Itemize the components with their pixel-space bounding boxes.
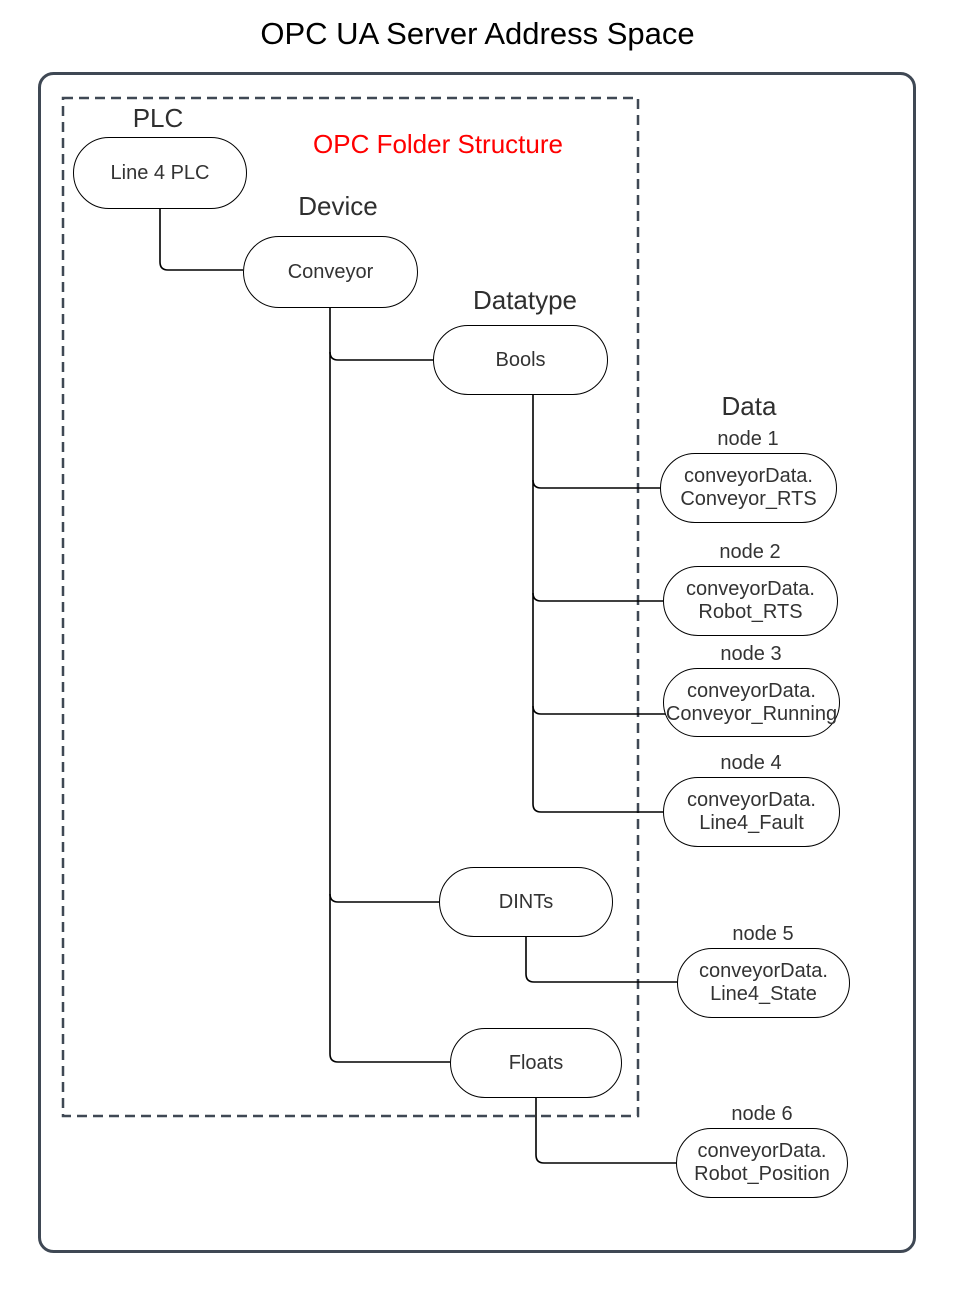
edge-plc-conveyor	[159, 209, 243, 271]
folder-node-bools: Bools	[433, 325, 608, 395]
data-node-2: conveyorData. Robot_RTS	[663, 566, 838, 636]
data-node-4-line2: Line4_Fault	[699, 812, 804, 834]
level-label-datatype: Datatype	[472, 285, 578, 315]
folder-node-bools-label: Bools	[495, 348, 546, 371]
data-node-4-line1: conveyorData.	[687, 789, 816, 811]
level-label-plc: PLC	[132, 103, 184, 133]
folder-node-floats: Floats	[450, 1028, 622, 1098]
folder-node-device: Conveyor	[243, 236, 418, 308]
data-node-1: conveyorData. Conveyor_RTS	[660, 453, 837, 523]
folder-node-device-label: Conveyor	[287, 260, 374, 283]
folder-node-dints-label: DINTs	[498, 890, 554, 913]
data-node-4: conveyorData. Line4_Fault	[663, 777, 840, 847]
folder-structure-annotation: OPC Folder Structure	[313, 129, 563, 159]
data-node-5-name: node 5	[732, 923, 794, 945]
folder-node-plc-label: Line 4 PLC	[110, 161, 210, 184]
folder-node-dints: DINTs	[439, 867, 613, 937]
edge-bools-node2	[532, 592, 663, 602]
data-node-4-name: node 4	[720, 752, 782, 774]
data-node-5: conveyorData. Line4_State	[677, 948, 850, 1018]
folder-node-floats-label: Floats	[508, 1051, 564, 1074]
level-label-data: Data	[721, 391, 777, 421]
edge-conveyor-dints	[329, 893, 439, 903]
data-node-1-line2: Conveyor_RTS	[680, 488, 817, 510]
data-node-3-line2: Conveyor_Running	[665, 702, 838, 725]
edge-floats-node6	[535, 1098, 676, 1164]
diagram-title: OPC UA Server Address Space	[260, 16, 695, 51]
data-node-6-name: node 6	[731, 1103, 793, 1125]
data-node-3-name: node 3	[720, 643, 782, 665]
edge-bools-node4	[532, 395, 663, 813]
edge-bools-node1	[532, 479, 660, 489]
data-node-5-line2: Line4_State	[710, 983, 817, 1005]
data-node-6: conveyorData. Robot_Position	[676, 1128, 848, 1198]
edge-dints-node5	[525, 937, 677, 983]
level-label-device: Device	[298, 191, 378, 221]
data-node-1-line1: conveyorData.	[684, 465, 813, 487]
data-node-2-line2: Robot_RTS	[698, 601, 803, 623]
edge-conveyor-bools	[329, 351, 433, 361]
data-node-2-line1: conveyorData.	[686, 578, 815, 600]
edge-conveyor-floats	[329, 308, 450, 1063]
data-node-2-name: node 2	[719, 541, 781, 563]
data-node-5-line1: conveyorData.	[699, 960, 828, 982]
data-node-1-name: node 1	[717, 428, 779, 450]
edge-bools-node3	[532, 705, 668, 715]
data-node-3: conveyorData. Conveyor_Running	[663, 668, 840, 737]
folder-node-plc: Line 4 PLC	[73, 137, 247, 209]
data-node-6-line1: conveyorData.	[697, 1140, 827, 1162]
data-node-6-line2: Robot_Position	[694, 1163, 830, 1185]
data-node-3-line1: conveyorData.	[687, 679, 816, 702]
